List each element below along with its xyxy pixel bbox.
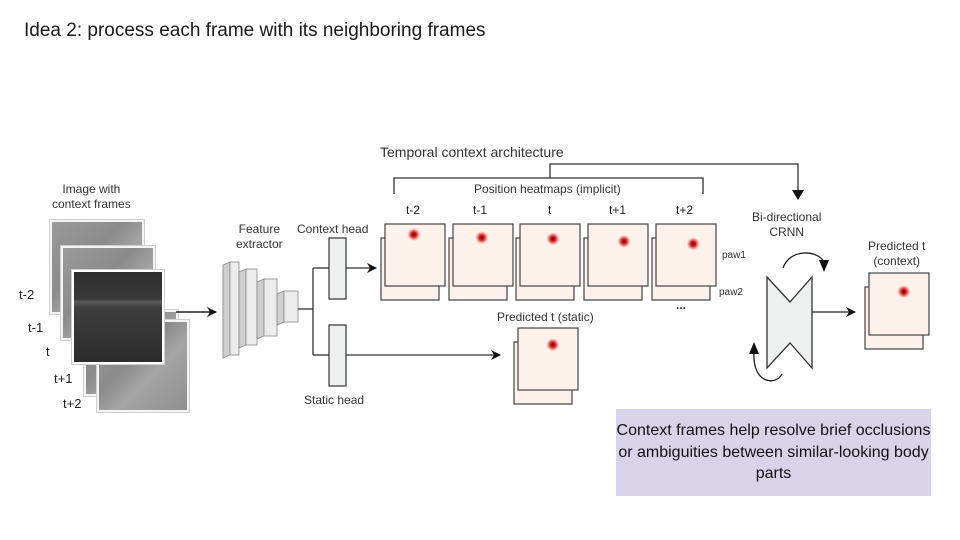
- predicted-context-line2: (context): [873, 254, 921, 268]
- predicted-context-heatmap-front-layer: [868, 272, 930, 336]
- heatmap-t+2-peak: [686, 236, 701, 251]
- heatmap-time-t: t: [548, 203, 552, 217]
- frame-label-t: t: [46, 344, 50, 359]
- note-box: Context frames help resolve brief occlus…: [616, 409, 931, 496]
- heatmap-t-2: [380, 223, 446, 301]
- heatmap-time-t-plus-1: t+1: [609, 203, 627, 217]
- feature-extractor-line2: extractor: [236, 237, 283, 251]
- static-head-block: [328, 324, 347, 387]
- predicted-static-heatmap-peak: [545, 337, 560, 352]
- predicted-context-heatmap: [864, 272, 930, 350]
- heatmap-t+2-front-layer: [655, 223, 717, 287]
- crnn-loop-top: [782, 252, 825, 269]
- frame-label-t-minus-1: t-1: [28, 320, 44, 335]
- paw1-label: paw1: [722, 250, 746, 261]
- input-label-line1: Image with: [62, 182, 121, 196]
- frame-label-t-plus-2: t+2: [63, 396, 82, 411]
- heatmap-t-2-peak: [406, 227, 421, 242]
- architecture-title: Temporal context architecture: [380, 144, 564, 160]
- heatmap-t: [515, 223, 581, 301]
- crnn-line1: Bi-directional: [752, 210, 822, 224]
- feature-extractor: [222, 261, 299, 359]
- heatmap-t-1: [448, 223, 514, 301]
- crnn-block: [766, 275, 813, 370]
- predicted-context-line1: Predicted t: [868, 239, 926, 253]
- crnn-loop-top-arrowhead: [819, 260, 829, 272]
- frame-label-t-plus-1: t+1: [54, 371, 73, 386]
- context-head-block: [328, 237, 347, 300]
- center-frame-t: [72, 270, 164, 364]
- crnn-line2: CRNN: [769, 225, 805, 239]
- crnn-label: Bi-directional CRNN: [752, 210, 821, 240]
- crnn-loop-bottom-arrowhead: [749, 342, 759, 354]
- heatmap-t+1-front-layer: [587, 223, 649, 287]
- heatmap-t+1-peak: [617, 234, 631, 249]
- input-label-line2: context frames: [52, 197, 131, 211]
- branch-lines: [298, 263, 501, 360]
- input-label: Image with context frames: [52, 182, 131, 212]
- slide-title: Idea 2: process each frame with its neig…: [24, 20, 486, 41]
- predicted-static-heatmap-front-layer: [517, 327, 579, 391]
- paw2-label: paw2: [719, 287, 743, 298]
- feature-extractor-line1: Feature: [238, 222, 281, 236]
- ellipsis: ...: [676, 298, 687, 312]
- frame-label-t-minus-2: t-2: [19, 287, 35, 302]
- heatmap-t-1-peak: [474, 230, 489, 245]
- crnn-loop-bottom: [753, 351, 783, 382]
- heatmap-t+1: [583, 223, 649, 301]
- predicted-static-label: Predicted t (static): [497, 310, 594, 324]
- heatmaps-label: Position heatmaps (implicit): [474, 182, 621, 196]
- heatmap-t-peak: [546, 231, 560, 246]
- feature-extractor-label: Feature extractor: [236, 222, 283, 252]
- predicted-context-heatmap-peak: [896, 284, 911, 299]
- heatmap-time-t-minus-1: t-1: [473, 203, 488, 217]
- crnn-input-arrowhead: [792, 190, 804, 200]
- heatmap-t+2: [651, 223, 717, 301]
- predicted-context-label: Predicted t (context): [868, 239, 925, 269]
- predicted-static-heatmap: [513, 327, 579, 405]
- heatmap-time-t-minus-2: t-2: [406, 203, 421, 217]
- context-head-label: Context head: [297, 222, 369, 236]
- heatmap-time-t-plus-2: t+2: [676, 203, 694, 217]
- static-head-label: Static head: [304, 393, 365, 407]
- temporal-bracket: [393, 163, 799, 194]
